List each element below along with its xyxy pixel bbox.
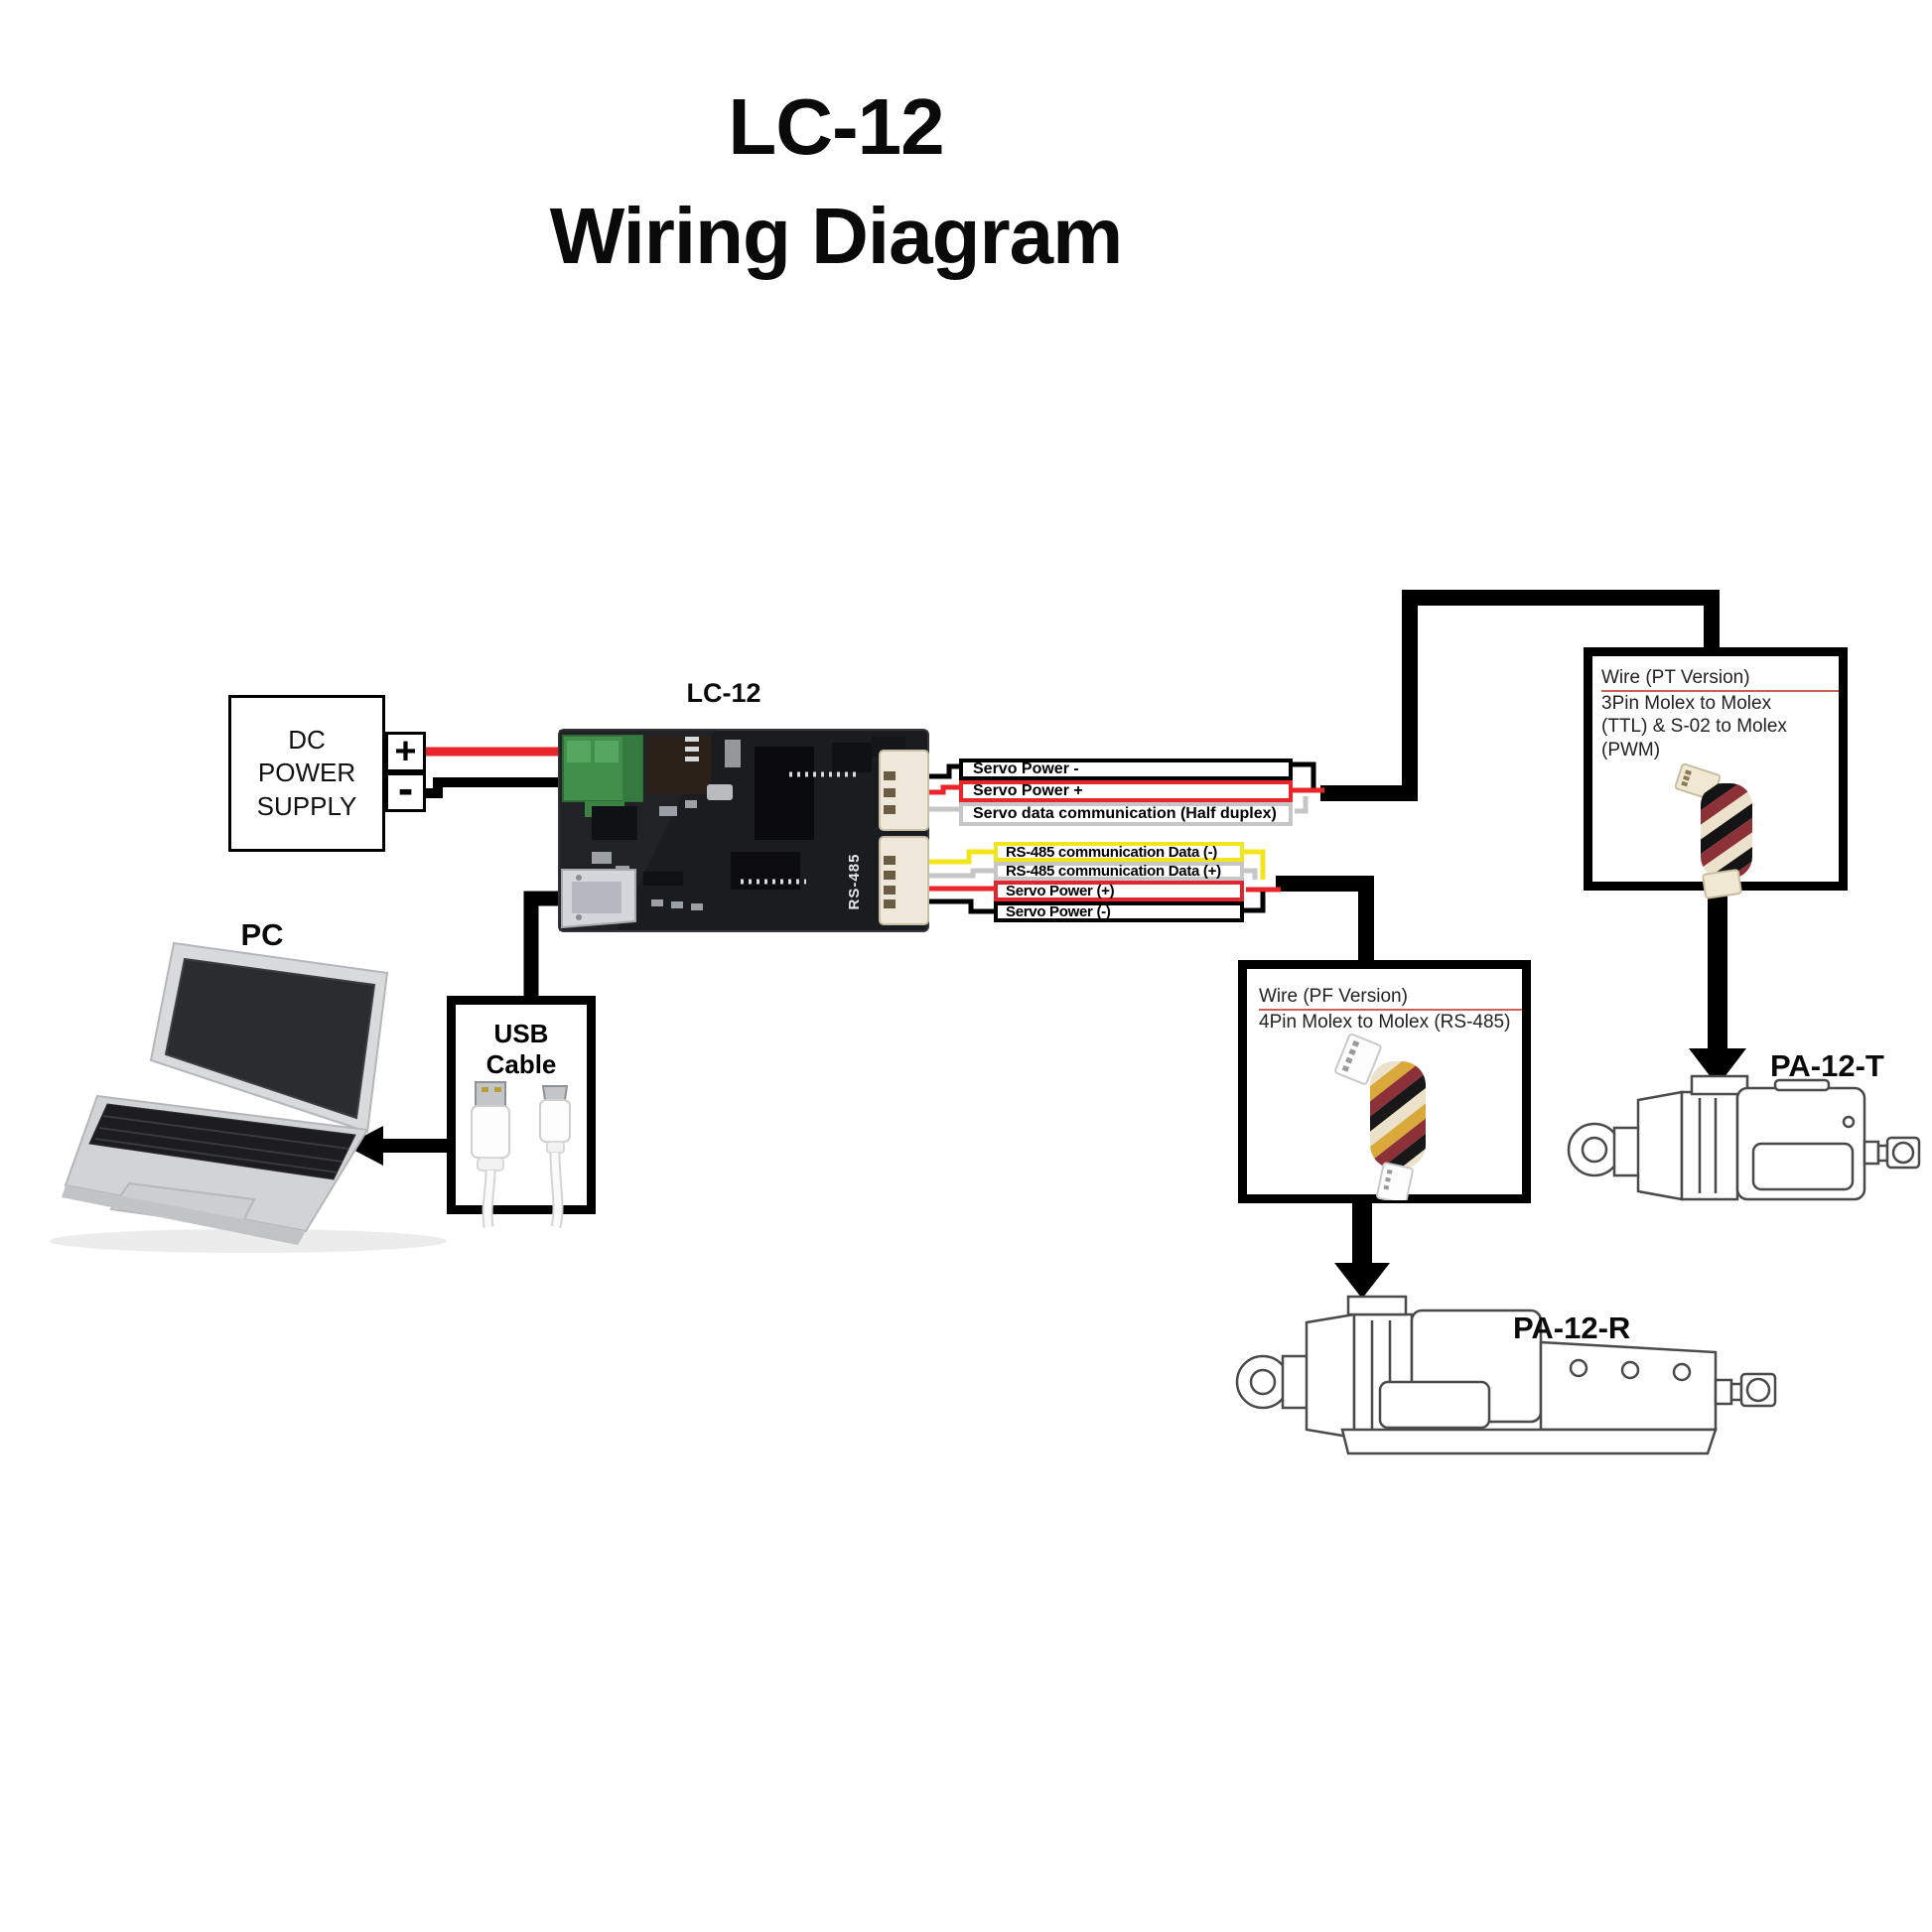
board-rs485-silkscreen: RS-485	[846, 853, 863, 910]
wire-run-ttl-to-ptbox	[1320, 590, 1720, 801]
laptop-screen	[164, 957, 376, 1120]
pt-bottom-connector	[1702, 869, 1742, 899]
label-text: RS-485 communication Data (+)	[1006, 863, 1221, 880]
pc-label: PC	[240, 917, 284, 952]
laptop-front-edge	[62, 1185, 306, 1245]
pa12t-drawing	[1567, 1074, 1921, 1201]
wire-run-rs485-to-pfbox	[1276, 876, 1374, 963]
label-text: Servo Power -	[973, 760, 1079, 777]
rs485-gray-wire-left	[926, 868, 996, 879]
label-servo-power-plus: Servo Power +	[959, 780, 1293, 802]
pa12t-label: PA-12-T	[1770, 1048, 1884, 1083]
rs485-gray-wire-right	[1244, 868, 1258, 880]
arrow-down-pa12t	[1689, 1048, 1746, 1086]
wire-pf-title: Wire (PF Version)	[1259, 985, 1522, 1012]
dc-label-line2: POWER	[257, 758, 356, 788]
ttl-red-wire-left	[926, 784, 961, 795]
rs485-connector	[879, 836, 929, 925]
label-text: Servo Power (-)	[1006, 903, 1111, 920]
label-text: Servo Power +	[973, 782, 1083, 799]
dc-power-supply-box: DC POWER SUPPLY	[228, 695, 385, 852]
dc-minus-terminal: -	[385, 762, 426, 814]
label-servo-power-minus-rs485: Servo Power (-)	[994, 901, 1244, 922]
rs485-thin-wires	[926, 849, 1281, 914]
laptop-illustration	[50, 941, 447, 1253]
usb-cable-photo	[471, 1081, 571, 1229]
ttl-thin-wires	[926, 761, 1324, 814]
rs485-black-wire-left	[926, 898, 998, 914]
rs485-yellow-wire-right	[1244, 849, 1266, 880]
label-rs485-data-plus: RS-485 communication Data (+)	[994, 862, 1244, 881]
label-text: Servo data communication (Half duplex)	[973, 805, 1277, 822]
arrow-down-pa12r	[1334, 1263, 1390, 1299]
micro-usb-connector	[539, 1085, 571, 1229]
label-servo-power-plus-rs485: Servo Power (+)	[994, 881, 1244, 901]
ttl-black-wire-left	[926, 763, 961, 779]
lc12-board-photo	[558, 729, 929, 932]
ttl-connector	[879, 750, 929, 831]
pf-cable-photo	[1334, 1034, 1426, 1205]
dc-label-line3: SUPPLY	[256, 790, 357, 821]
label-servo-power-minus: Servo Power -	[959, 759, 1293, 780]
dc-minus-wire	[426, 777, 571, 798]
label-text: Servo Power (+)	[1006, 883, 1115, 899]
wire-pt-box: Wire (PT Version) 3Pin Molex to Molex (T…	[1584, 647, 1848, 899]
pa12r-drawing	[1235, 1295, 1777, 1455]
pa12r-label: PA-12-R	[1513, 1311, 1631, 1345]
wire-pt-title: Wire (PT Version)	[1601, 666, 1839, 693]
board-label: LC-12	[686, 678, 761, 708]
label-text: RS-485 communication Data (-)	[1006, 843, 1218, 861]
dc-plus-terminal: +	[385, 731, 426, 772]
plus-sign: +	[394, 731, 417, 772]
wire-pf-line1: 4Pin Molex to Molex (RS-485)	[1259, 1012, 1511, 1034]
connection-lines	[381, 590, 1727, 1265]
page-title-line1: LC-12	[728, 82, 944, 171]
label-servo-data-comm: Servo data communication (Half duplex)	[959, 802, 1293, 826]
usb-cable-box: USB Cable	[447, 996, 596, 1229]
minus-sign: -	[397, 762, 414, 814]
pf-bottom-connector	[1376, 1162, 1414, 1205]
pt-cable-photo	[1674, 762, 1752, 899]
wire-pf-box: Wire (PF Version) 4Pin Molex to Molex (R…	[1238, 960, 1531, 1205]
usb-cable-label: USB Cable	[485, 1019, 557, 1079]
arrow-left-pc	[345, 1126, 383, 1166]
pf-top-connector	[1334, 1034, 1382, 1086]
dc-label-line1: DC	[288, 725, 326, 756]
usb-a-connector	[471, 1081, 510, 1228]
page-title-line2: Wiring Diagram	[549, 192, 1123, 280]
microusb-port	[561, 869, 636, 929]
wire-pt-line2: (TTL) & S-02 to Molex (PWM)	[1601, 716, 1787, 760]
ttl-gray-wire-right	[1295, 796, 1309, 814]
ttl-black-wire-right	[1293, 761, 1316, 790]
wire-pt-line1: 3Pin Molex to Molex	[1601, 693, 1772, 715]
dc-supply-wires	[426, 747, 571, 798]
label-rs485-data-minus: RS-485 communication Data (-)	[994, 842, 1244, 862]
rs485-yellow-wire-left	[926, 849, 996, 865]
rs485-black-wire-right	[1244, 892, 1266, 913]
